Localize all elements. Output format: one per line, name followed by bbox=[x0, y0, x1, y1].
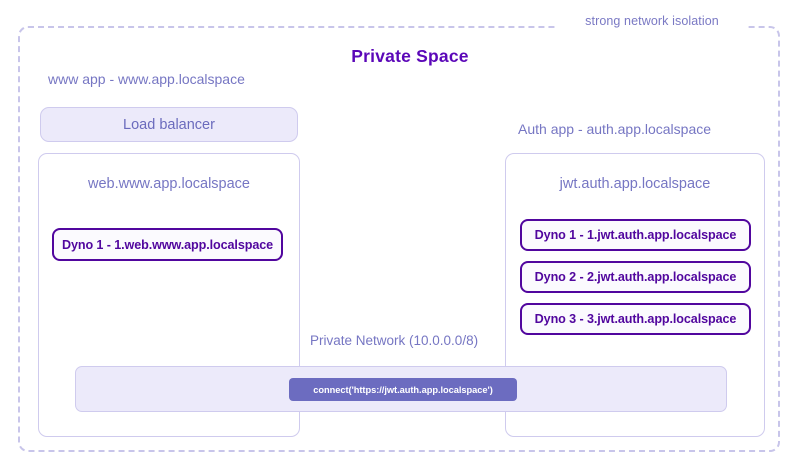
dyno-box-jwt-2[interactable]: Dyno 2 - 2.jwt.auth.app.localspace bbox=[520, 261, 751, 293]
connect-call-chip[interactable]: connect('https://jwt.auth.app.localspace… bbox=[289, 378, 517, 401]
private-space-boundary bbox=[18, 26, 780, 452]
private-space-title: Private Space bbox=[351, 46, 469, 66]
web-group-title: web.www.app.localspace bbox=[87, 176, 250, 192]
dyno-box-web-1[interactable]: Dyno 1 - 1.web.www.app.localspace bbox=[52, 228, 283, 261]
load-balancer-box[interactable]: Load balancer bbox=[40, 107, 298, 142]
jwt-group-title: jwt.auth.app.localspace bbox=[559, 176, 711, 192]
dyno-box-jwt-1[interactable]: Dyno 1 - 1.jwt.auth.app.localspace bbox=[520, 219, 751, 251]
dyno-box-jwt-3[interactable]: Dyno 3 - 3.jwt.auth.app.localspace bbox=[520, 303, 751, 335]
auth-app-label: Auth app - auth.app.localspace bbox=[518, 121, 712, 137]
private-network-label: Private Network (10.0.0.0/8) bbox=[310, 333, 479, 348]
www-app-label: www app - www.app.localspace bbox=[48, 71, 245, 87]
strong-network-isolation-label: strong network isolation bbox=[556, 13, 748, 29]
